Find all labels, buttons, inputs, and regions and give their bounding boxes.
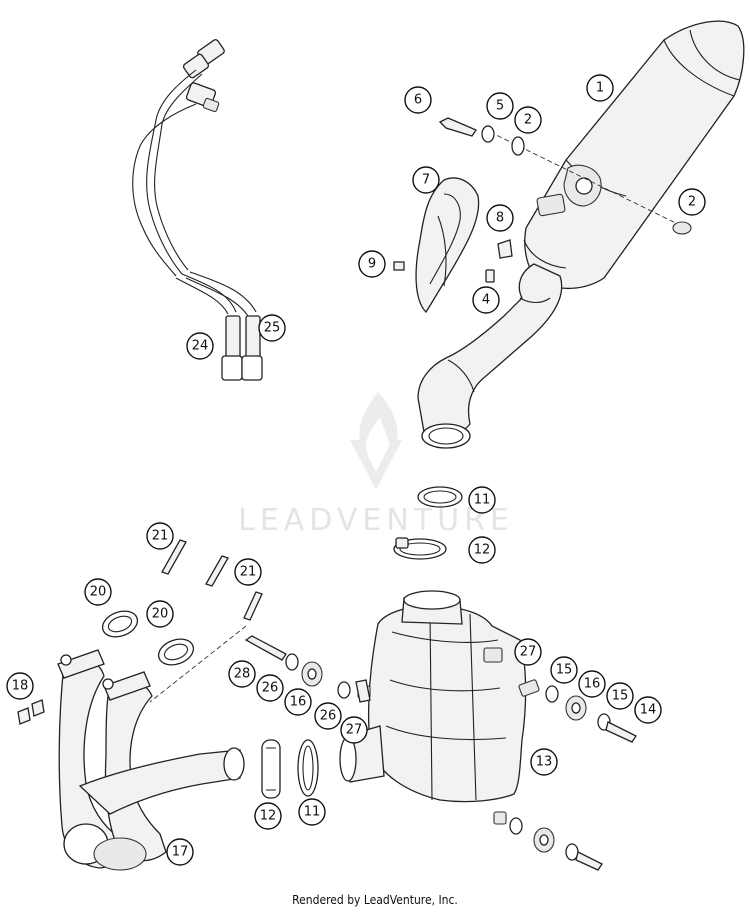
callout-12-lower: 12 [254,802,282,830]
callout-18: 18 [6,672,34,700]
svg-text:15: 15 [556,663,573,678]
mount-hardware-right [509,685,637,871]
svg-text:26: 26 [320,709,337,724]
callout-16-left: 16 [284,688,312,716]
svg-text:12: 12 [474,543,491,558]
svg-text:1: 1 [596,81,604,96]
svg-text:20: 20 [90,585,107,600]
callout-21-lower: 21 [234,558,262,586]
svg-text:2: 2 [688,195,696,210]
callout-26-left: 26 [256,674,284,702]
callout-27-right: 27 [514,638,542,666]
svg-text:2: 2 [524,113,532,128]
callout-28: 28 [228,660,256,688]
svg-text:9: 9 [368,257,376,272]
callout-24: 24 [186,332,214,360]
callout-20-left: 20 [84,578,112,606]
callout-11-lower: 11 [298,798,326,826]
callout-5: 5 [486,92,514,120]
svg-text:20: 20 [152,607,169,622]
svg-text:7: 7 [422,173,430,188]
mount-hardware-left [244,635,371,703]
svg-text:8: 8 [496,211,504,226]
stud-and-gasket-set [101,539,263,703]
upper-seal-and-clamp [393,486,463,560]
callout-7: 7 [412,166,440,194]
callout-2-right: 2 [678,188,706,216]
svg-text:27: 27 [520,645,537,660]
callout-6: 6 [404,86,432,114]
render-credit: Rendered by LeadVenture, Inc. [292,893,458,907]
callout-21-upper: 21 [146,522,174,550]
svg-text:27: 27 [346,723,363,738]
lower-clamp-and-seal [261,739,319,799]
callout-25: 25 [258,314,286,342]
svg-text:26: 26 [262,681,279,696]
callout-12-upper: 12 [468,536,496,564]
callout-4: 4 [472,286,500,314]
svg-text:13: 13 [536,755,553,770]
callout-15-top: 15 [550,656,578,684]
svg-text:16: 16 [290,695,307,710]
callout-13: 13 [530,748,558,776]
watermark-text: LEADVENTURE [238,503,514,538]
callout-27-left: 27 [340,716,368,744]
callout-2-top: 2 [514,106,542,134]
svg-text:12: 12 [260,809,277,824]
callout-20-right: 20 [146,600,174,628]
callout-9: 9 [358,250,386,278]
svg-text:25: 25 [264,321,281,336]
svg-text:21: 21 [152,529,169,544]
svg-text:11: 11 [474,493,491,508]
callout-17: 17 [166,838,194,866]
svg-text:18: 18 [12,679,29,694]
svg-text:14: 14 [640,703,657,718]
callout-26-right: 26 [314,702,342,730]
svg-text:4: 4 [482,293,490,308]
callout-14: 14 [634,696,662,724]
exhaust-header [17,649,245,871]
callout-16-right: 16 [578,670,606,698]
svg-text:17: 17 [172,845,189,860]
callout-1: 1 [586,74,614,102]
svg-text:24: 24 [192,339,209,354]
oxygen-sensor-harness [132,39,263,381]
svg-text:21: 21 [240,565,257,580]
callout-11-upper: 11 [468,486,496,514]
svg-text:5: 5 [496,99,504,114]
callout-15-bottom: 15 [606,682,634,710]
pre-muffler-box [339,590,540,825]
svg-text:28: 28 [234,667,251,682]
svg-text:11: 11 [304,805,321,820]
callout-8: 8 [486,204,514,232]
svg-text:16: 16 [584,677,601,692]
svg-text:15: 15 [612,689,629,704]
silencer-assembly [393,20,745,449]
leadventure-watermark: LEADVENTURE [238,392,514,538]
svg-text:6: 6 [414,93,422,108]
